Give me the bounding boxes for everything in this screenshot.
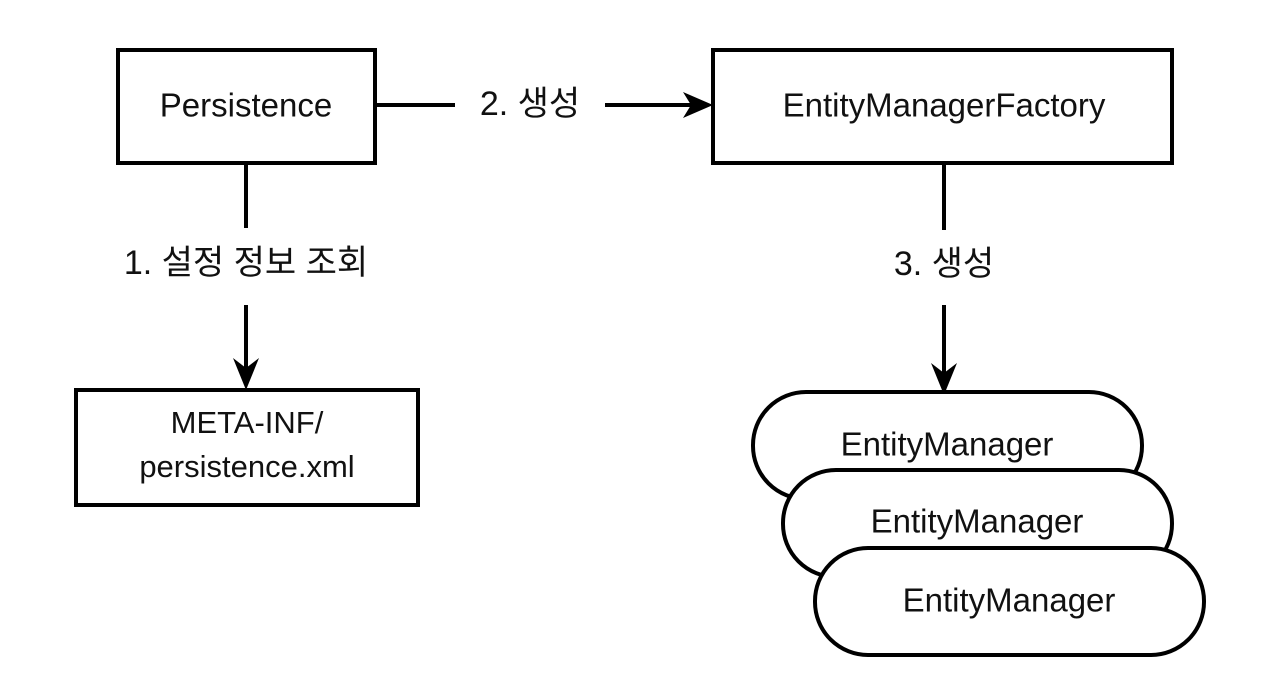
node-persistence-xml-box[interactable] [74, 388, 420, 507]
node-persistence-box[interactable] [116, 48, 377, 165]
node-entity-manager-factory[interactable]: EntityManagerFactory [711, 48, 1174, 165]
node-entity-manager-factory-label: EntityManagerFactory [783, 87, 1106, 124]
node-entity-manager-3-label: EntityManager [903, 582, 1116, 619]
node-persistence-xml-label-line2: persistence.xml [139, 449, 354, 484]
edge-3-arrowhead-icon [931, 363, 957, 395]
edge-emf-to-entity-manager: 3. 생성 [894, 163, 994, 395]
edge-persistence-to-persistence-xml: 1. 설정 정보 조회 [124, 163, 368, 390]
edge-persistence-to-emf: 2. 생성 [375, 85, 713, 123]
edge-2-arrowhead-icon [683, 92, 713, 118]
node-entity-manager-2-label: EntityManager [871, 503, 1084, 540]
node-persistence[interactable]: Persistence [116, 48, 377, 165]
node-persistence-xml-label-line1: META-INF/ [171, 405, 324, 440]
edge-2-label: 2. 생성 [480, 85, 580, 123]
node-entity-manager-3[interactable]: EntityManager [813, 546, 1206, 657]
edge-3-label: 3. 생성 [894, 245, 994, 283]
node-persistence-label: Persistence [160, 87, 332, 124]
node-entity-manager-factory-box[interactable] [711, 48, 1174, 165]
node-entity-manager-3-box[interactable] [813, 546, 1206, 657]
node-persistence-xml[interactable]: META-INF/ persistence.xml [74, 388, 420, 507]
edge-1-label: 1. 설정 정보 조회 [124, 244, 368, 282]
edge-1-arrowhead-icon [233, 358, 259, 390]
node-entity-manager-1-label: EntityManager [841, 426, 1054, 463]
